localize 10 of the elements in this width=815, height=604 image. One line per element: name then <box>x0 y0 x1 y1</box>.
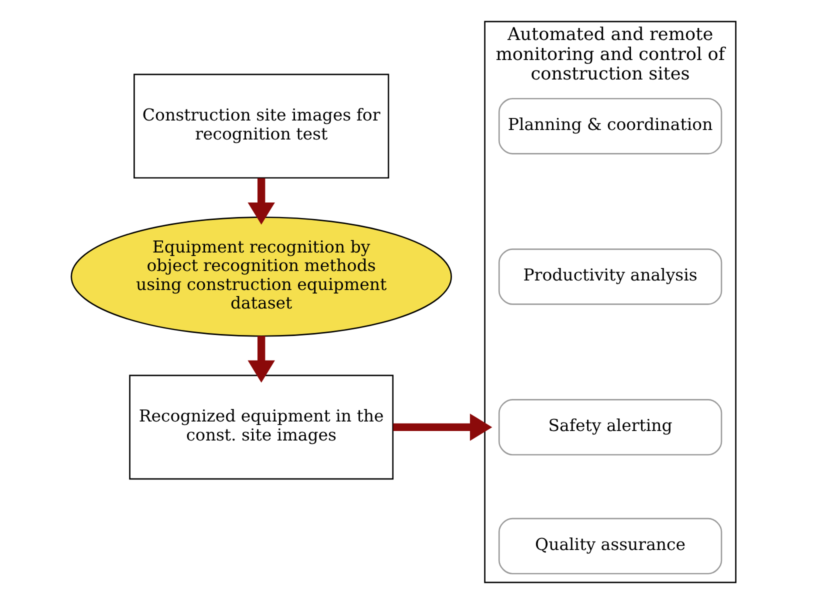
node-box: Productivity analysis <box>498 248 722 305</box>
arrow <box>247 336 274 383</box>
node-box: Safety alerting <box>498 399 722 456</box>
arrow <box>247 178 274 225</box>
node-box: Construction site images for recognition test <box>133 74 389 179</box>
node-ellipse: Equipment recognition by object recognition methods using construction equipment dataset <box>70 216 452 337</box>
node-box: Planning & coordination <box>498 98 722 154</box>
arrow <box>392 414 492 441</box>
node-box: Recognized equipment in the const. site images <box>128 374 394 480</box>
node-box: Quality assurance <box>498 518 722 574</box>
